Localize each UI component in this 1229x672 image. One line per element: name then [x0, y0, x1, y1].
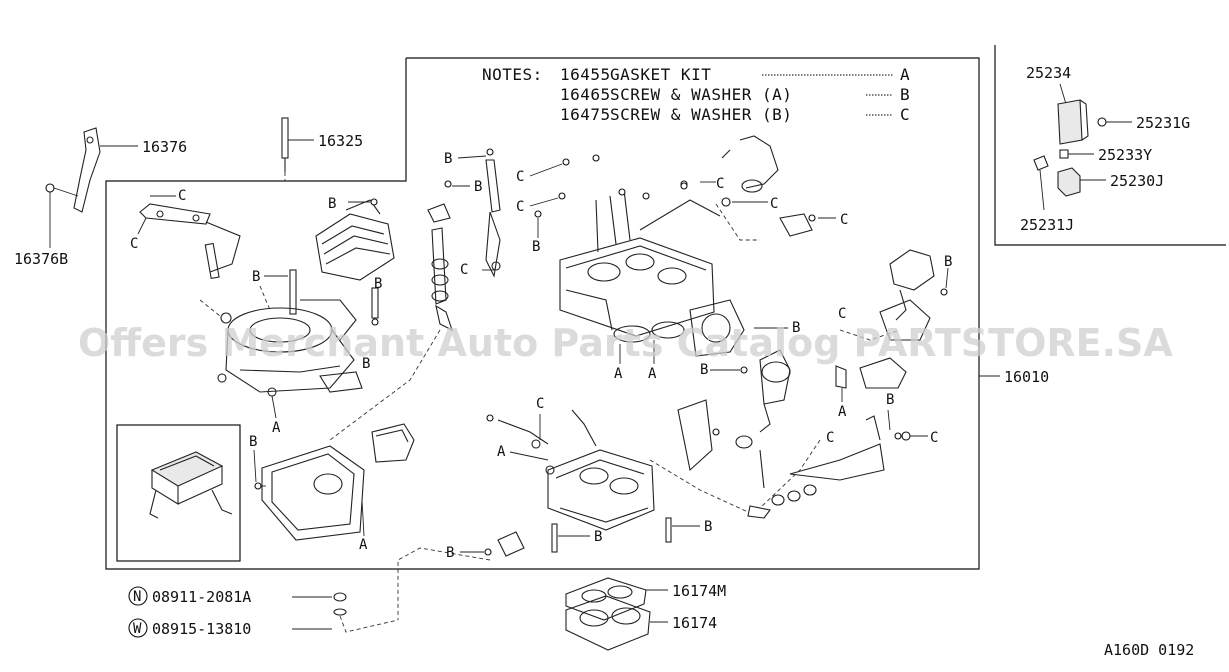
callout-25231j: 25231J [1020, 216, 1074, 234]
note2-desc: SCREW & WASHER (A) [610, 85, 792, 104]
lower-left-plates [254, 423, 415, 541]
note3-desc: SCREW & WASHER (B) [610, 105, 792, 124]
ref-b-lower-center-1: B [446, 545, 454, 561]
ref-c-sensor-2: C [770, 196, 778, 212]
ref-b-center-2: B [474, 179, 482, 195]
ref-b-adapter: B [328, 196, 336, 212]
washer-code: 08915-13810 [152, 620, 251, 638]
bracket-16376 [45, 127, 138, 248]
callout-16376: 16376 [142, 138, 187, 156]
ref-a-body-1: A [614, 366, 623, 382]
callout-16174: 16174 [672, 614, 717, 632]
notes-label: NOTES: [482, 65, 543, 84]
ref-b-center-left: B [252, 269, 260, 285]
nut-symbol: N [133, 589, 141, 605]
ref-b-lower-left: B [249, 434, 257, 450]
ref-c-center: C [460, 262, 468, 278]
ref-c-left: C [130, 236, 138, 252]
ecu-inset-frame [116, 424, 241, 562]
clip-25233y [1059, 149, 1069, 159]
ref-c-linkage-2: C [826, 430, 834, 446]
sensor-25230j [1057, 167, 1081, 197]
center-choke-parts [329, 148, 501, 441]
washer-icon [333, 608, 347, 616]
callout-16010: 16010 [1004, 368, 1049, 386]
washer-symbol-icon [128, 618, 148, 638]
nut-symbol-icon [128, 586, 148, 606]
ref-b-lower-center-3: B [704, 519, 712, 535]
ref-c-right-1: C [838, 306, 846, 322]
drawing-code: A160D 0192 [1104, 641, 1194, 659]
ref-a-lower-center: A [497, 444, 506, 460]
fastener-legend: N 08911-2081A W 08915-13810 [128, 586, 399, 638]
callout-25230j: 25230J [1110, 172, 1164, 190]
note2-code: 16465 [560, 85, 611, 104]
ref-c-sensor-3: C [840, 212, 848, 228]
right-diaphragm-parts [710, 249, 949, 433]
ref-b-right-3: B [700, 362, 708, 378]
ref-a-right: A [838, 404, 847, 420]
ref-b-stud: B [374, 276, 382, 292]
watermark-text: Offers Merchant Auto Parts Catalog PARTS… [78, 321, 1173, 365]
ref-a-body-2: A [648, 366, 657, 382]
callout-16376b: 16376B [14, 250, 68, 268]
note3-code: 16475 [560, 105, 611, 124]
bolt-16376b-icon [45, 183, 55, 193]
notes-block: NOTES: 16455 GASKET KIT A 16465 SCREW & … [482, 65, 910, 124]
sensor-group: 25234 25231G 25233Y 25230J 25231J [1020, 64, 1190, 234]
ref-a-left: A [272, 420, 281, 436]
callout-25233y: 25233Y [1098, 146, 1152, 164]
callout-16325: 16325 [318, 132, 363, 150]
ref-c-linkage-1: C [930, 430, 938, 446]
note1-ref: A [900, 65, 910, 84]
sensor-16325 [281, 117, 314, 181]
callout-16174m: 16174M [672, 582, 726, 600]
ref-b-lower-center-2: B [594, 529, 602, 545]
screw-25231g-icon [1097, 117, 1107, 127]
air-cleaner-adapter [315, 198, 395, 326]
wiring-sensor [680, 135, 836, 241]
ref-b-left-lower: B [362, 356, 370, 372]
ref-b-center-top: B [444, 151, 452, 167]
nut-code: 08911-2081A [152, 588, 251, 606]
sensor-group-frame [994, 45, 1226, 246]
lower-center-body [397, 409, 700, 620]
screw-25231j-icon [1033, 155, 1049, 171]
nut-icon [333, 592, 347, 602]
ecu-unit [149, 451, 233, 519]
ref-c-left-top: C [178, 188, 186, 204]
left-throttle-assembly [139, 203, 363, 419]
ref-b-right-2: B [792, 320, 800, 336]
note3-ref: C [900, 105, 910, 124]
ref-c-sensor-1: C [716, 176, 724, 192]
main-assembly-frame [105, 57, 980, 570]
relay-25234 [1057, 99, 1083, 145]
ref-b-body: B [532, 239, 540, 255]
note2-ref: B [900, 85, 910, 104]
washer-symbol: W [133, 621, 142, 637]
linkage-parts [649, 399, 928, 519]
note1-code: 16455 [560, 65, 611, 84]
ref-c-body-2: C [516, 199, 524, 215]
callout-25234: 25234 [1026, 64, 1071, 82]
base-gaskets [565, 577, 668, 651]
ref-c-body-1: C [516, 169, 524, 185]
callout-25231g: 25231G [1136, 114, 1190, 132]
ref-c-lower-center: C [536, 396, 544, 412]
ref-b-linkage: B [886, 392, 894, 408]
note1-desc: GASKET KIT [610, 65, 711, 84]
ref-b-right-1: B [944, 254, 952, 270]
ref-a-lower-left: A [359, 537, 368, 553]
